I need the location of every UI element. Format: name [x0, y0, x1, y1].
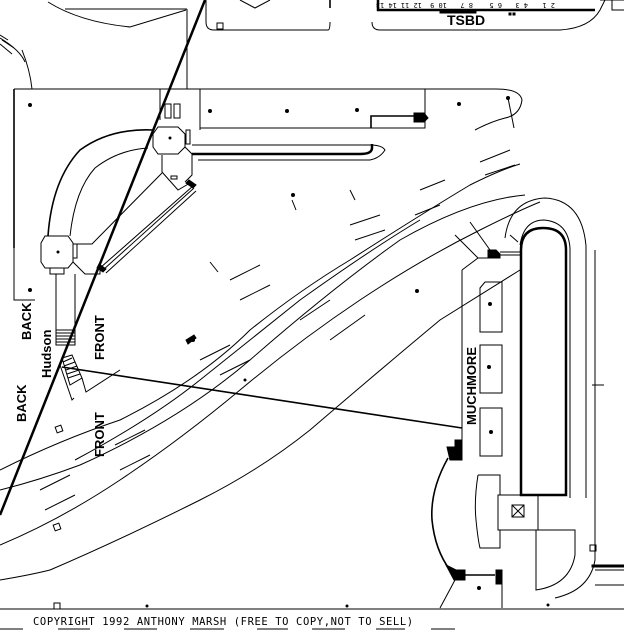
muchmore-label: MUCHMORE — [464, 347, 479, 425]
back-label-lower: BACK — [14, 384, 29, 422]
window-number: 10 9 — [430, 1, 447, 9]
tsbd-label: TSBD — [447, 12, 485, 28]
front-label-upper: FRONT — [92, 315, 107, 360]
window-number: 6 5 — [489, 1, 502, 9]
window-number: 2 1 — [542, 1, 555, 9]
window-number: 4 3 — [515, 1, 528, 9]
lamp-marker — [216, 22, 224, 30]
front-label-lower: FRONT — [92, 412, 107, 457]
pergola-structure — [13, 88, 523, 275]
trajectory-line — [0, 0, 207, 516]
window-number: 8 7 — [460, 1, 473, 9]
hudson-label: Hudson — [39, 330, 54, 378]
top-buildings: 14 13 12 11 10 9 8 7 6 5 4 3 2 1 TSBD — [0, 0, 624, 90]
labels: BACK Hudson FRONT BACK FRONT MUCHMORE — [14, 302, 479, 457]
roadways — [0, 149, 541, 610]
muchmore-area — [431, 197, 624, 609]
footer: COPYRIGHT 1992 ANTHONY MARSH (FREE TO CO… — [0, 608, 624, 630]
hudson-to-muchmore-line — [61, 366, 463, 429]
back-label-upper: BACK — [19, 302, 34, 340]
window-number: 12 11 — [401, 1, 422, 9]
window-number: 14 13 — [376, 1, 397, 9]
sight-lines — [0, 0, 463, 516]
copyright-text: COPYRIGHT 1992 ANTHONY MARSH (FREE TO CO… — [33, 616, 414, 628]
window-numbers: 14 13 12 11 10 9 8 7 6 5 4 3 2 1 — [376, 1, 555, 9]
hudson-steps — [13, 248, 121, 401]
